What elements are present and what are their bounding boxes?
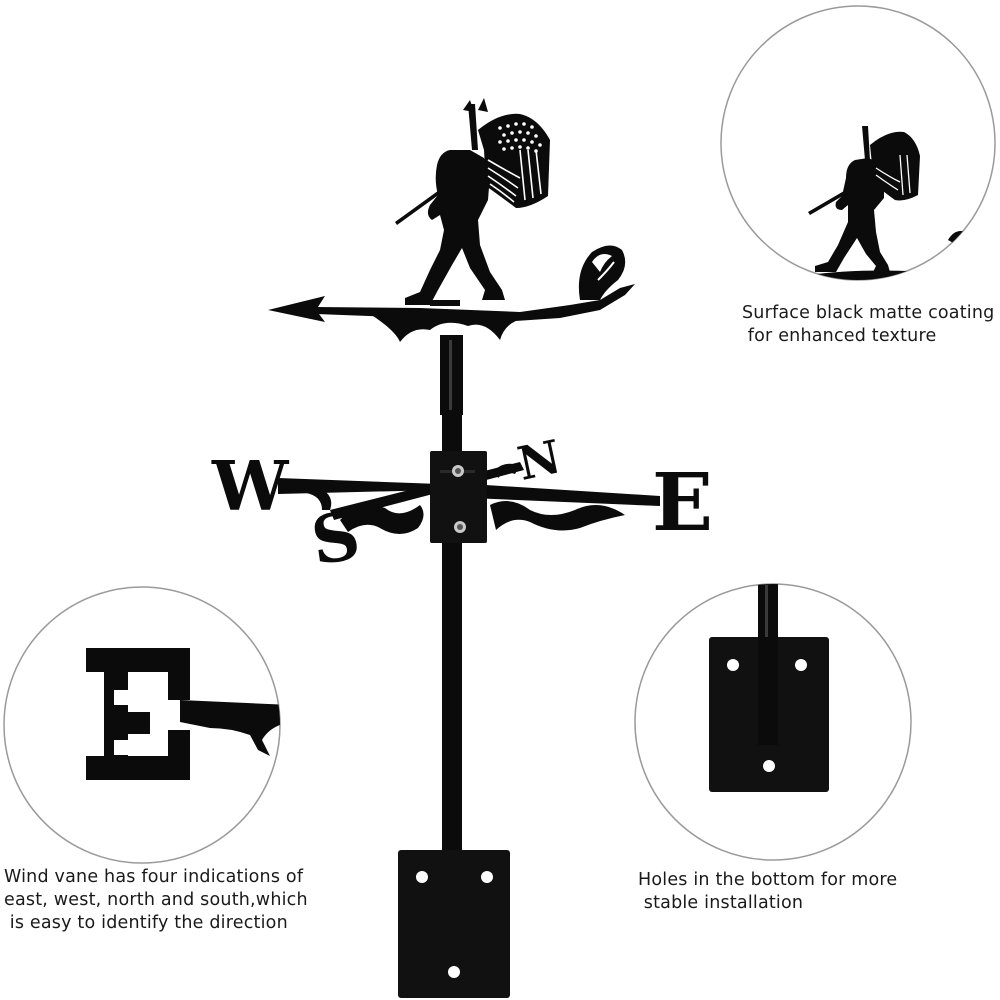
arrow-head xyxy=(268,296,325,322)
caption-line: Holes in the bottom for more xyxy=(638,870,898,890)
caption-line: Surface black matte coating xyxy=(742,303,995,323)
weathervane-main: W E N S xyxy=(211,98,713,998)
caption-line: east, west, north and south,which xyxy=(4,890,308,910)
mounting-plate xyxy=(398,850,510,998)
compass-letter-east: E xyxy=(652,455,713,549)
arrow-shaft xyxy=(316,284,635,322)
compass-letter-south: S xyxy=(307,496,365,580)
caption-directions: Wind vane has four indications of east, … xyxy=(4,866,308,935)
flag xyxy=(478,113,550,208)
detail-circle-coating xyxy=(720,5,996,281)
detail-circle-directions xyxy=(3,586,281,864)
caption-holes: Holes in the bottom for more stable inst… xyxy=(638,869,897,915)
caption-line: for enhanced texture xyxy=(742,326,937,346)
detail-circle-holes xyxy=(634,583,912,861)
compass-letter-north: N xyxy=(513,429,565,491)
compass-hub xyxy=(430,451,487,543)
compass-letter-west: W xyxy=(211,447,290,527)
caption-line: stable installation xyxy=(638,893,804,913)
caption-coating: Surface black matte coating for enhanced… xyxy=(742,302,994,348)
bigfoot-figure xyxy=(395,98,505,306)
caption-line: is easy to identify the direction xyxy=(4,913,288,933)
caption-line: Wind vane has four indications of xyxy=(4,867,304,887)
